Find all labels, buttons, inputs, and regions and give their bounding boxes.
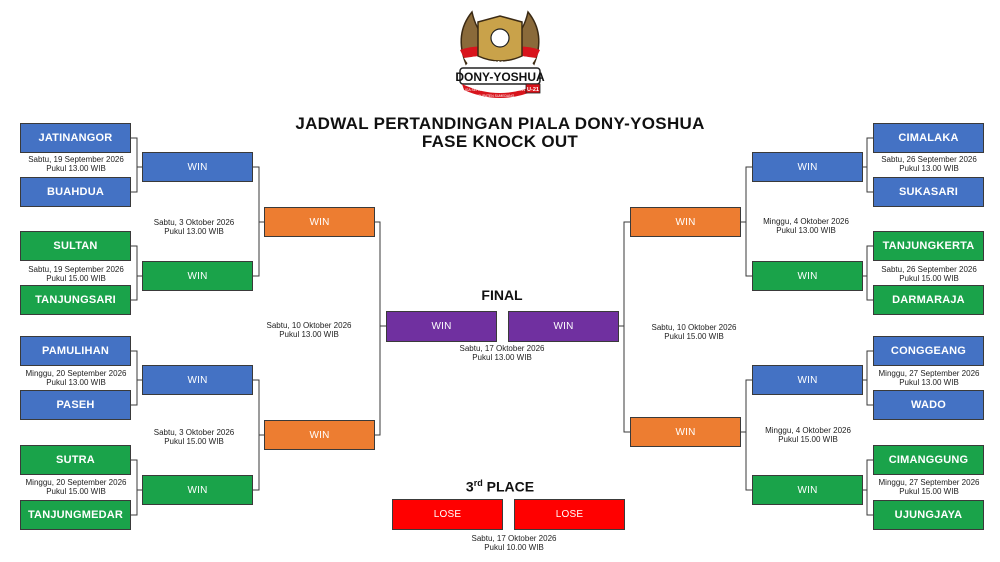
right-team-6: WADO bbox=[873, 390, 984, 420]
left-r1-connector-3 bbox=[131, 350, 138, 406]
left-r1-connector-1 bbox=[131, 137, 138, 193]
left-team-8: TANJUNGMEDAR bbox=[20, 500, 131, 530]
left-qf-slot-2: WIN bbox=[142, 261, 253, 291]
left-sf-connector bbox=[375, 221, 381, 436]
left-r1-connector-4 bbox=[131, 459, 138, 516]
left-team-3: SULTAN bbox=[20, 231, 131, 261]
right-sf-slot-2: WIN bbox=[630, 417, 741, 447]
logo-tagline-text: LIGA SEPAKBOLA ANTAR KECAMATAN bbox=[463, 88, 525, 92]
right-r1-connector-3 bbox=[866, 350, 873, 406]
right-r1-connector-1 bbox=[866, 137, 873, 193]
right-team-4: DARMARAJA bbox=[873, 285, 984, 315]
third-place-label: 3rd PLACE bbox=[465, 478, 535, 495]
left-qf-slot-4: WIN bbox=[142, 475, 253, 505]
right-team-1: CIMALAKA bbox=[873, 123, 984, 153]
third-place-slot-left: LOSE bbox=[392, 499, 503, 530]
left-team-6: PASEH bbox=[20, 390, 131, 420]
left-sf-slot-1: WIN bbox=[264, 207, 375, 237]
right-team-5: CONGGEANG bbox=[873, 336, 984, 366]
logo-name-text: DONY-YOSHUA bbox=[455, 70, 545, 84]
left-team-4: TANJUNGSARI bbox=[20, 285, 131, 315]
right-r1-connector-2 bbox=[866, 245, 873, 301]
right-qf-connector-2 bbox=[745, 379, 752, 491]
final-slot-right: WIN bbox=[508, 311, 619, 342]
right-qf-slot-3: WIN bbox=[752, 365, 863, 395]
logo-top-text: PIALA bbox=[490, 61, 511, 68]
tournament-logo: PIALA DONY-YOSHUA LIGA SEPAKBOLA ANTAR K… bbox=[455, 10, 545, 98]
logo-age-text: U-21 bbox=[527, 87, 539, 93]
right-qf-slot-1: WIN bbox=[752, 152, 863, 182]
left-qf-slot-1: WIN bbox=[142, 152, 253, 182]
final-label: FINAL bbox=[481, 287, 523, 303]
left-team-1: JATINANGOR bbox=[20, 123, 131, 153]
final-slot-left: WIN bbox=[386, 311, 497, 342]
left-team-5: PAMULIHAN bbox=[20, 336, 131, 366]
right-qf-slot-2: WIN bbox=[752, 261, 863, 291]
left-qf-slot-3: WIN bbox=[142, 365, 253, 395]
right-qf-slot-4: WIN bbox=[752, 475, 863, 505]
right-team-3: TANJUNGKERTA bbox=[873, 231, 984, 261]
left-team-2: BUAHDUA bbox=[20, 177, 131, 207]
right-sf-slot-1: WIN bbox=[630, 207, 741, 237]
third-place-slot-right: LOSE bbox=[514, 499, 625, 530]
right-team-7: CIMANGGUNG bbox=[873, 445, 984, 475]
right-team-8: UJUNGJAYA bbox=[873, 500, 984, 530]
right-team-2: SUKASARI bbox=[873, 177, 984, 207]
right-sf-connector bbox=[623, 221, 630, 433]
page-title-line-1: JADWAL PERTANDINGAN PIALA DONY-YOSHUA bbox=[295, 114, 705, 133]
logo-region-text: KABUPATEN SUMEDANG bbox=[474, 94, 515, 98]
left-r1-connector-2 bbox=[131, 245, 138, 301]
left-sf-slot-2: WIN bbox=[264, 420, 375, 450]
left-team-7: SUTRA bbox=[20, 445, 131, 475]
page-title-line-2: FASE KNOCK OUT bbox=[421, 132, 579, 151]
right-r1-connector-4 bbox=[866, 459, 873, 516]
